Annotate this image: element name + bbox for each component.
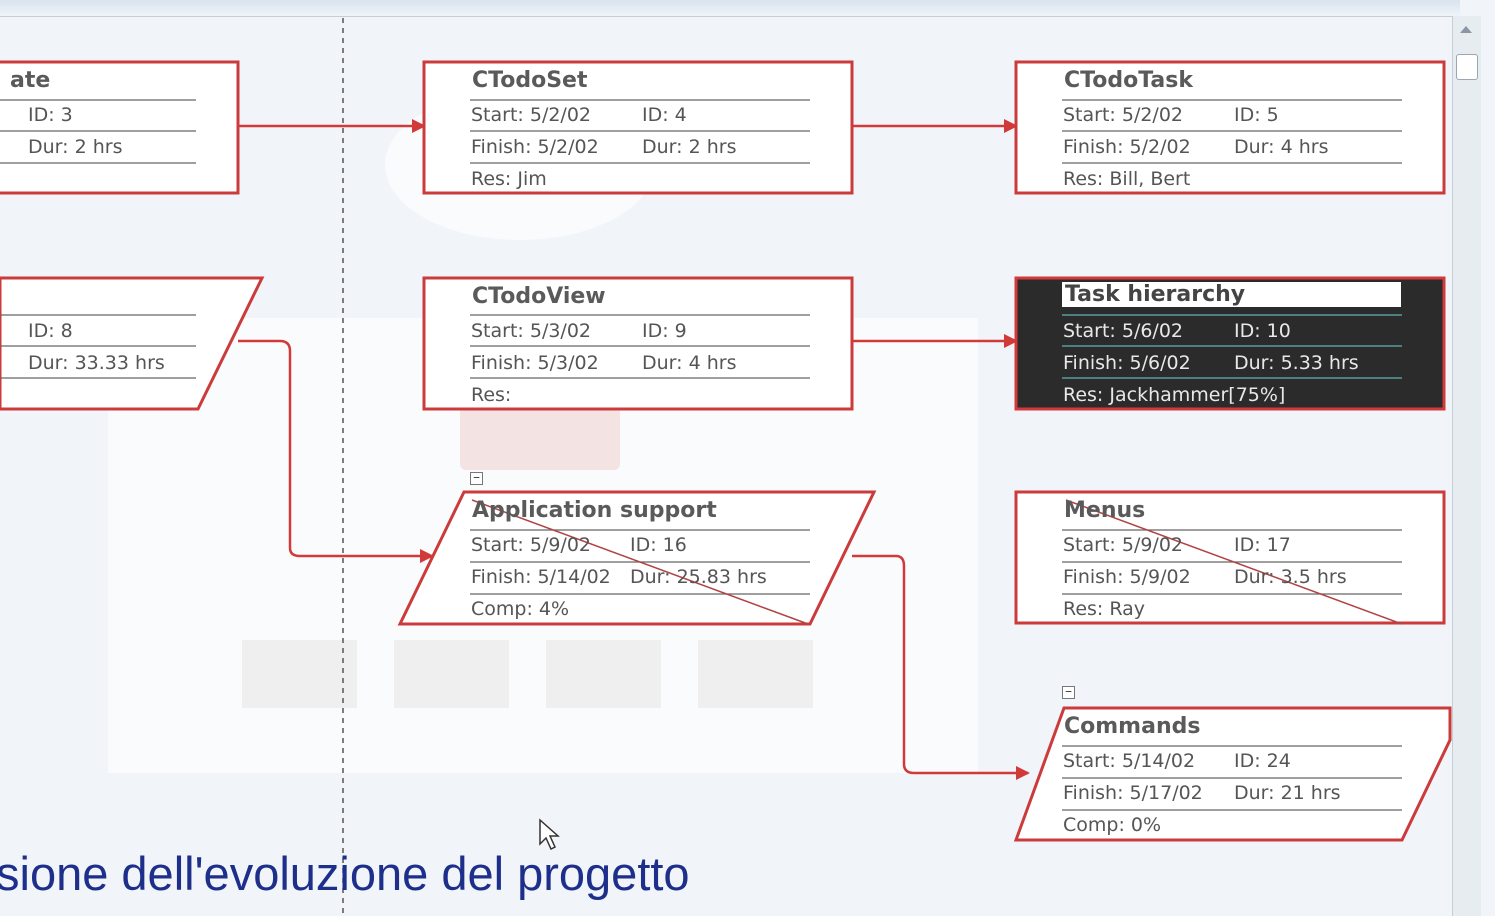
node-start: Start: 5/6/02: [1063, 320, 1184, 342]
node-title: Commands: [1064, 714, 1201, 739]
mouse-cursor-icon: [539, 818, 560, 851]
node-id: ID: 9: [642, 320, 687, 342]
node-complete: Comp: 4%: [471, 598, 570, 620]
scrollbar-thumb[interactable]: [1456, 54, 1478, 80]
node-start: Start: 5/2/02: [1063, 104, 1184, 126]
node-id: ID: 8: [28, 320, 73, 342]
collapse-toggle[interactable]: −: [470, 472, 483, 485]
node-ctodoview[interactable]: CTodoView Start: 5/3/02 ID: 9 Finish: 5/…: [424, 278, 852, 409]
node-task-hierarchy[interactable]: Task hierarchy Start: 5/6/02 ID: 10 Fini…: [1016, 278, 1444, 409]
progress-diagonal: [471, 499, 809, 625]
node-id: ID: 3: [28, 104, 73, 126]
node-title: CTodoSet: [472, 68, 588, 93]
node-resources: Res: Jim: [471, 168, 547, 190]
node-start: Start: 5/9/02: [1063, 534, 1184, 556]
background-watermark-box: [546, 640, 661, 708]
background-watermark-box: [394, 640, 509, 708]
node-duration: Dur: 3.5 hrs: [1234, 566, 1347, 588]
node-duration: Dur: 2 hrs: [642, 136, 737, 158]
node-summary-left[interactable]: ID: 8 Dur: 33.33 hrs: [0, 278, 240, 409]
node-application-support[interactable]: Application support Start: 5/9/02 ID: 16…: [424, 492, 852, 624]
slide-caption: sione dell'evoluzione del progetto: [0, 847, 690, 900]
node-id: ID: 24: [1234, 750, 1291, 772]
node-title: Menus: [1064, 498, 1146, 523]
window-top-edge: [0, 0, 1460, 17]
node-partial[interactable]: ate ID: 3 Dur: 2 hrs: [0, 62, 238, 193]
node-shape-summary-left: [0, 276, 265, 411]
node-duration: Dur: 4 hrs: [1234, 136, 1329, 158]
node-start: Start: 5/2/02: [471, 104, 592, 126]
node-duration: Dur: 33.33 hrs: [28, 352, 165, 374]
node-finish: Finish: 5/9/02: [1063, 566, 1191, 588]
node-finish: Finish: 5/2/02: [1063, 136, 1191, 158]
scroll-up-arrow-icon[interactable]: [1460, 26, 1472, 33]
node-shape-commands: [1013, 706, 1452, 842]
collapse-toggle[interactable]: −: [1062, 686, 1075, 699]
node-title: Application support: [472, 498, 717, 523]
vertical-scrollbar[interactable]: [1452, 16, 1481, 916]
node-commands[interactable]: Commands Start: 5/14/02 ID: 24 Finish: 5…: [1016, 708, 1450, 840]
node-ctodotask[interactable]: CTodoTask Start: 5/2/02 ID: 5 Finish: 5/…: [1016, 62, 1444, 193]
background-watermark-box: [242, 640, 357, 708]
node-id: ID: 10: [1234, 320, 1291, 342]
node-finish: Finish: 5/2/02: [471, 136, 599, 158]
node-duration: Dur: 4 hrs: [642, 352, 737, 374]
node-finish: Finish: 5/14/02: [471, 566, 611, 588]
node-shape-ctodoset: [422, 60, 854, 195]
node-resources: Res: Bill, Bert: [1063, 168, 1191, 190]
node-start: Start: 5/14/02: [1063, 750, 1196, 772]
node-duration: Dur: 5.33 hrs: [1234, 352, 1359, 374]
node-title: CTodoTask: [1064, 68, 1193, 93]
node-shape-app-support: [397, 490, 877, 626]
node-resources: Res:: [471, 384, 512, 406]
node-title: CTodoView: [472, 284, 606, 309]
node-shape-partial: [0, 60, 240, 195]
node-menus[interactable]: Menus Start: 5/9/02 ID: 17 Finish: 5/9/0…: [1016, 492, 1444, 623]
node-id: ID: 16: [630, 534, 687, 556]
node-start: Start: 5/3/02: [471, 320, 592, 342]
node-duration: Dur: 21 hrs: [1234, 782, 1341, 804]
node-id: ID: 5: [1234, 104, 1279, 126]
node-shape-menus: [1014, 490, 1446, 625]
node-finish: Finish: 5/17/02: [1063, 782, 1203, 804]
node-finish: Finish: 5/6/02: [1063, 352, 1191, 374]
node-shape-ctodotask: [1014, 60, 1446, 195]
node-id: ID: 17: [1234, 534, 1291, 556]
node-title-edit[interactable]: Task hierarchy: [1062, 282, 1401, 307]
node-resources: Res: Jackhammer[75%]: [1063, 384, 1286, 406]
node-shape-ctodoview: [422, 276, 854, 411]
node-id: ID: 4: [642, 104, 687, 126]
node-title: ate: [10, 68, 51, 93]
node-duration: Dur: 25.83 hrs: [630, 566, 767, 588]
node-start: Start: 5/9/02: [471, 534, 592, 556]
node-finish: Finish: 5/3/02: [471, 352, 599, 374]
node-resources: Res: Ray: [1063, 598, 1146, 620]
node-complete: Comp: 0%: [1063, 814, 1162, 836]
connector-line: [238, 339, 434, 563]
background-watermark-box: [698, 640, 813, 708]
node-ctodoset[interactable]: CTodoSet Start: 5/2/02 ID: 4 Finish: 5/2…: [424, 62, 852, 193]
connector-line: [852, 554, 1030, 780]
node-duration: Dur: 2 hrs: [28, 136, 123, 158]
progress-diagonal: [1065, 499, 1403, 625]
